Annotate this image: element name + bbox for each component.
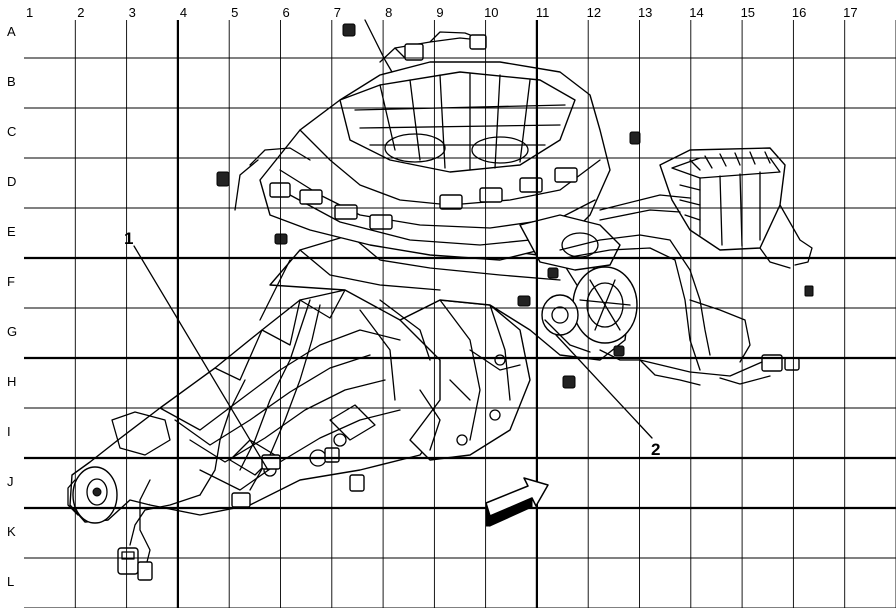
- column-label: 13: [638, 5, 652, 20]
- callout-2-label: 2: [651, 440, 660, 459]
- row-label: G: [7, 324, 17, 339]
- column-label: 17: [843, 5, 857, 20]
- row-label: E: [7, 224, 16, 239]
- column-label: 6: [282, 5, 289, 20]
- column-label: 8: [385, 5, 392, 20]
- column-label: 1: [26, 5, 33, 20]
- column-label: 12: [587, 5, 601, 20]
- row-label: L: [7, 574, 14, 589]
- callouts: 1 2: [124, 229, 660, 471]
- front-direction-arrow-icon: [485, 477, 549, 527]
- column-label: 2: [77, 5, 84, 20]
- row-label: B: [7, 74, 16, 89]
- column-label: 4: [180, 5, 187, 20]
- callout-1-label: 1: [124, 229, 133, 248]
- column-label: 3: [129, 5, 136, 20]
- row-label: D: [7, 174, 16, 189]
- row-label: A: [7, 24, 16, 39]
- column-label: 14: [689, 5, 703, 20]
- row-label: F: [7, 274, 15, 289]
- column-label: 10: [484, 5, 498, 20]
- column-label: 11: [536, 5, 550, 20]
- row-label: K: [7, 524, 16, 539]
- column-label: 9: [436, 5, 443, 20]
- row-label: C: [7, 124, 16, 139]
- row-label: I: [7, 424, 11, 439]
- row-labels: A B C D E F G H I J K L: [7, 24, 17, 589]
- column-label: 7: [334, 5, 341, 20]
- column-label: 15: [741, 5, 755, 20]
- column-label: 5: [231, 5, 238, 20]
- column-label: 16: [792, 5, 806, 20]
- callout-2-leader: [555, 334, 653, 439]
- row-label: J: [7, 474, 14, 489]
- row-label: H: [7, 374, 16, 389]
- reference-grid: [24, 20, 896, 608]
- engine-transmission-harness-illustration: [67, 19, 814, 581]
- callout-1-leader: [133, 245, 269, 471]
